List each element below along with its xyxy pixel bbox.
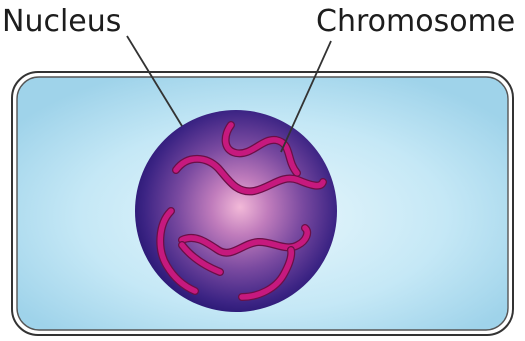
chromosome-label: Chromosome <box>316 4 515 40</box>
nucleus <box>135 110 337 312</box>
nucleus-label: Nucleus <box>2 4 121 40</box>
